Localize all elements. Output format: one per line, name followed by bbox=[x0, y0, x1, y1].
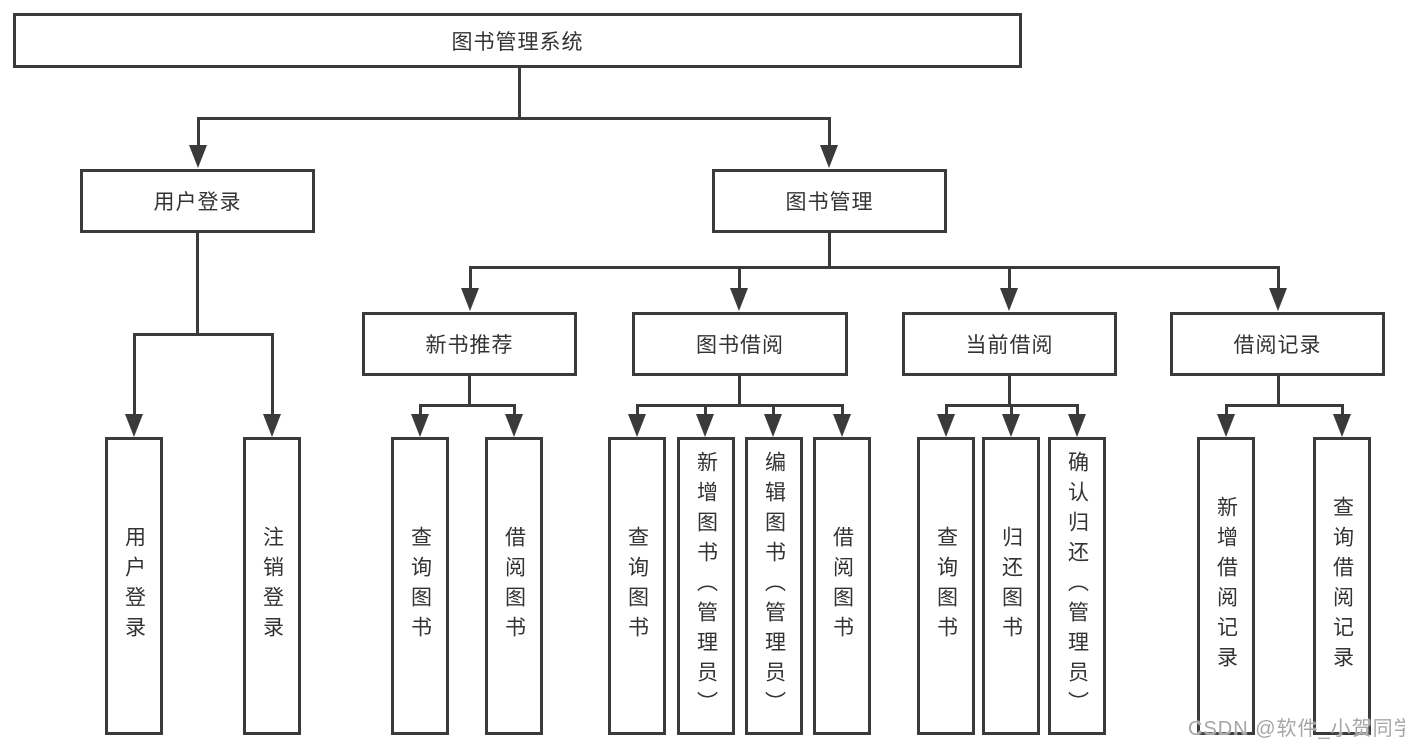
node-book-borrowing: 图书借阅 bbox=[632, 312, 848, 376]
leaf-borrow-books-recommend: 借阅图书 bbox=[485, 437, 543, 735]
connector-book-borrowing-drop bbox=[738, 266, 741, 288]
connector-leaf-borrow-books-bor-drop bbox=[841, 404, 844, 415]
leaf-add-books-admin: 新增图书（管理员） bbox=[677, 437, 735, 735]
arrow-to-borrowing-records bbox=[1269, 288, 1287, 311]
connector-current-borrowing-drop bbox=[1008, 266, 1011, 288]
node-borrowing-records-label: 借阅记录 bbox=[1233, 334, 1322, 357]
leaf-query-borrow-record: 查询借阅记录 bbox=[1313, 437, 1371, 735]
arrow-to-leaf-query-record bbox=[1333, 414, 1351, 437]
leaf-confirm-return-admin: 确认归还（管理员） bbox=[1048, 437, 1106, 735]
arrow-to-leaf-borrow-books-rec bbox=[505, 414, 523, 437]
node-root-label: 图书管理系统 bbox=[451, 30, 584, 54]
leaf-edit-books-admin: 编辑图书（管理员） bbox=[745, 437, 803, 735]
connector-leaf-logout-drop bbox=[271, 333, 274, 414]
arrow-to-leaf-query-books-rec bbox=[411, 414, 429, 437]
leaf-borrow-books-borrowing-label: 借阅图书 bbox=[830, 526, 854, 646]
connector-book-management-stem bbox=[828, 233, 831, 269]
connector-user-login-stem bbox=[196, 233, 199, 335]
arrow-to-leaf-logout bbox=[263, 414, 281, 437]
connector-book-management-drop bbox=[828, 117, 831, 145]
connector-leaf-edit-books-drop bbox=[772, 404, 775, 415]
connector-new-book-rec-stem bbox=[468, 376, 471, 407]
connector-borrowing-records-stem bbox=[1277, 376, 1280, 407]
connector-leaf-return-books-drop bbox=[1010, 404, 1013, 415]
connector-root-stem bbox=[518, 68, 521, 119]
leaf-user-login-label: 用户登录 bbox=[122, 526, 146, 646]
connector-leaf-user-login-drop bbox=[133, 333, 136, 414]
watermark: CSDN @软件_小贺同学 bbox=[1188, 718, 1405, 740]
node-book-borrowing-label: 图书借阅 bbox=[696, 334, 784, 357]
arrow-to-current-borrowing bbox=[1000, 288, 1018, 311]
leaf-query-books-current-label: 查询图书 bbox=[934, 526, 958, 646]
node-current-borrowing-label: 当前借阅 bbox=[965, 334, 1054, 357]
leaf-add-books-admin-label: 新增图书（管理员） bbox=[694, 451, 718, 721]
connector-leaf-query-record-drop bbox=[1341, 404, 1344, 415]
leaf-return-books-label: 归还图书 bbox=[999, 526, 1023, 646]
connector-leaf-borrow-books-rec-drop bbox=[513, 404, 516, 415]
connector-borrowing-records-drop bbox=[1277, 266, 1280, 288]
connector-leaf-query-books-rec-drop bbox=[419, 404, 422, 415]
leaf-add-borrow-record-label: 新增借阅记录 bbox=[1214, 496, 1238, 676]
arrow-to-leaf-borrow-books-bor bbox=[833, 414, 851, 437]
node-borrowing-records: 借阅记录 bbox=[1170, 312, 1385, 376]
connector-leaf-add-record-drop bbox=[1225, 404, 1228, 415]
node-new-book-recommendation-label: 新书推荐 bbox=[425, 334, 514, 357]
arrow-to-leaf-query-books-bor bbox=[628, 414, 646, 437]
node-book-management-label: 图书管理 bbox=[785, 191, 874, 214]
leaf-query-books-recommend-label: 查询图书 bbox=[408, 526, 432, 646]
connector-book-borrowing-branch bbox=[636, 404, 844, 407]
arrow-to-leaf-user-login bbox=[125, 414, 143, 437]
arrow-to-leaf-query-books-cur bbox=[937, 414, 955, 437]
leaf-user-login: 用户登录 bbox=[105, 437, 163, 735]
arrow-to-new-book-recommendation bbox=[461, 288, 479, 311]
node-current-borrowing: 当前借阅 bbox=[902, 312, 1117, 376]
connector-leaf-add-books-drop bbox=[704, 404, 707, 415]
leaf-query-books-borrowing-label: 查询图书 bbox=[625, 526, 649, 646]
connector-borrowing-records-branch bbox=[1225, 404, 1344, 407]
node-new-book-recommendation: 新书推荐 bbox=[362, 312, 577, 376]
leaf-edit-books-admin-label: 编辑图书（管理员） bbox=[762, 451, 786, 721]
arrow-to-leaf-add-record bbox=[1217, 414, 1235, 437]
arrow-to-book-management bbox=[820, 145, 838, 168]
node-book-management: 图书管理 bbox=[712, 169, 947, 233]
leaf-borrow-books-recommend-label: 借阅图书 bbox=[502, 526, 526, 646]
leaf-query-borrow-record-label: 查询借阅记录 bbox=[1330, 496, 1354, 676]
arrow-to-leaf-confirm-return bbox=[1068, 414, 1086, 437]
node-root: 图书管理系统 bbox=[13, 13, 1022, 68]
arrow-to-leaf-edit-books bbox=[764, 414, 782, 437]
connector-book-management-branch bbox=[469, 266, 1280, 269]
node-user-login-label: 用户登录 bbox=[153, 191, 242, 214]
connector-leaf-query-books-bor-drop bbox=[636, 404, 639, 415]
arrow-to-leaf-return-books bbox=[1002, 414, 1020, 437]
arrow-to-user-login bbox=[189, 145, 207, 168]
leaf-return-books: 归还图书 bbox=[982, 437, 1040, 735]
connector-book-borrowing-stem bbox=[738, 376, 741, 407]
leaf-query-books-recommend: 查询图书 bbox=[391, 437, 449, 735]
connector-user-login-branch bbox=[133, 333, 274, 336]
leaf-query-books-current: 查询图书 bbox=[917, 437, 975, 735]
connector-new-book-rec-branch bbox=[419, 404, 516, 407]
connector-leaf-confirm-return-drop bbox=[1076, 404, 1079, 415]
leaf-logout: 注销登录 bbox=[243, 437, 301, 735]
leaf-add-borrow-record: 新增借阅记录 bbox=[1197, 437, 1255, 735]
leaf-logout-label: 注销登录 bbox=[260, 526, 284, 646]
arrow-to-book-borrowing bbox=[730, 288, 748, 311]
connector-current-borrowing-stem bbox=[1008, 376, 1011, 407]
node-user-login: 用户登录 bbox=[80, 169, 315, 233]
connector-leaf-query-books-cur-drop bbox=[945, 404, 948, 415]
leaf-borrow-books-borrowing: 借阅图书 bbox=[813, 437, 871, 735]
leaf-query-books-borrowing: 查询图书 bbox=[608, 437, 666, 735]
leaf-confirm-return-admin-label: 确认归还（管理员） bbox=[1065, 451, 1089, 721]
connector-root-branch bbox=[197, 117, 831, 120]
arrow-to-leaf-add-books bbox=[696, 414, 714, 437]
connector-new-book-rec-drop bbox=[469, 266, 472, 288]
connector-user-login-drop bbox=[197, 117, 200, 145]
